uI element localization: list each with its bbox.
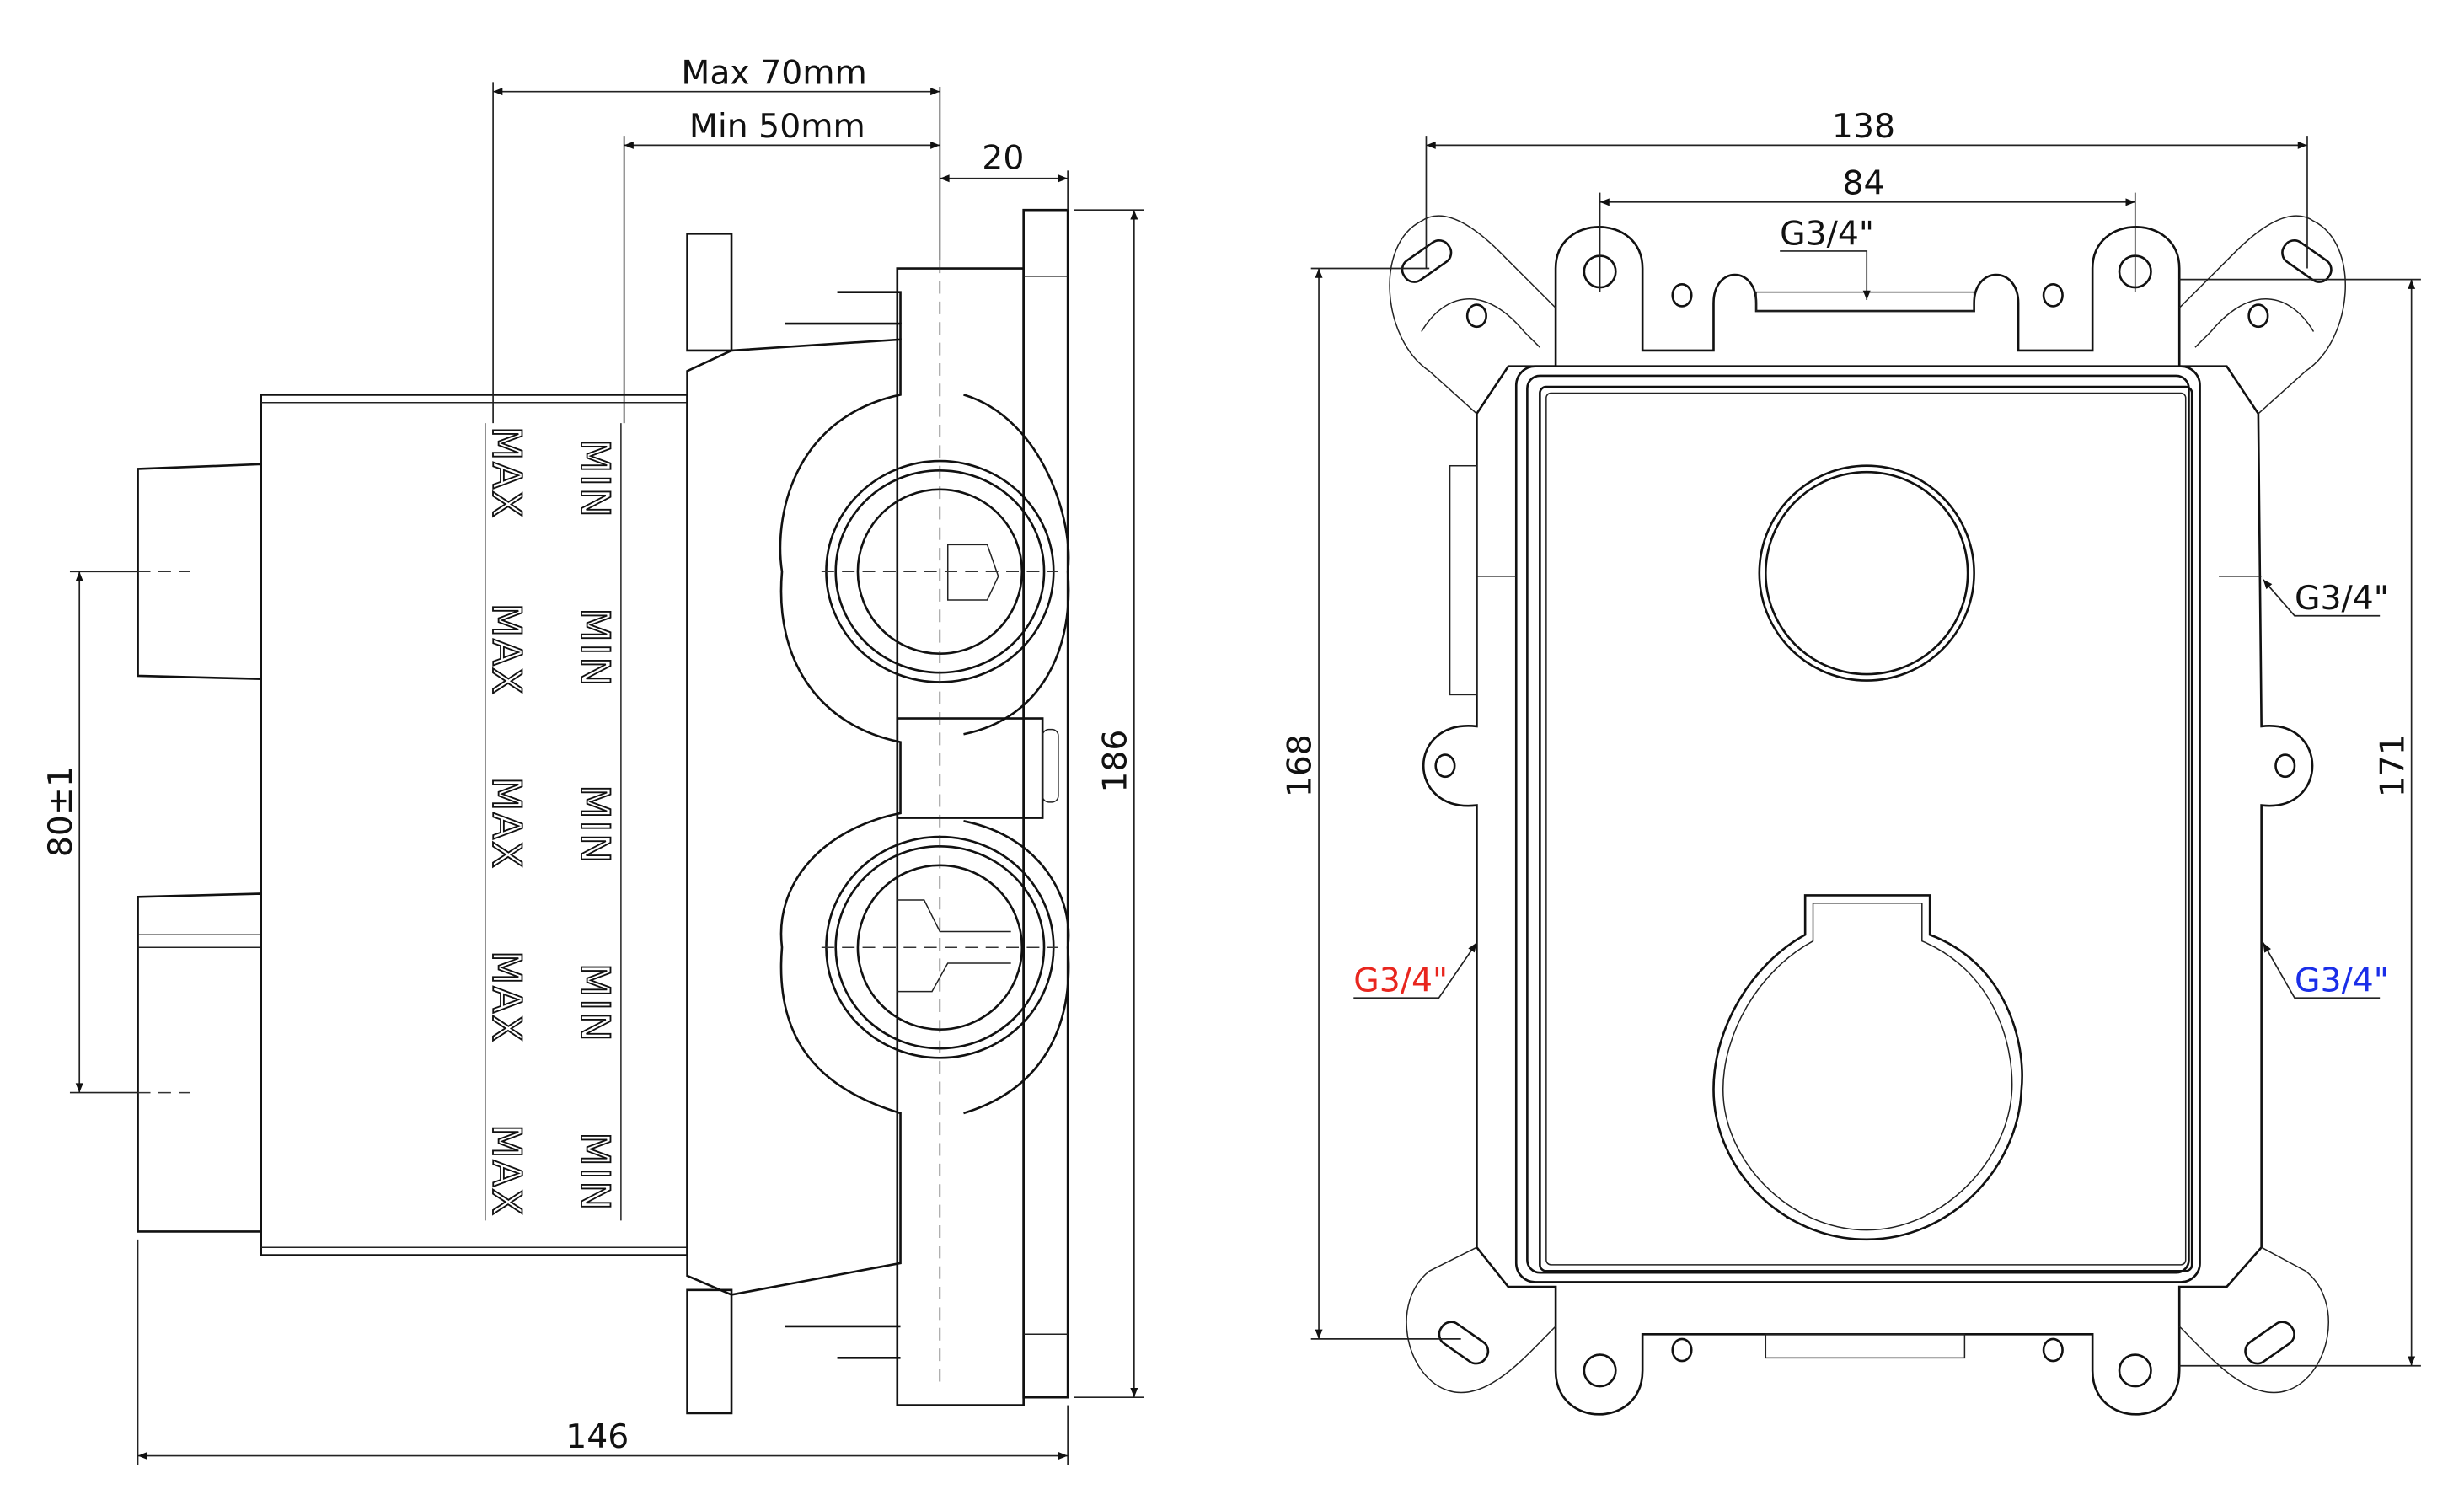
valve-openings	[1712, 464, 2023, 1241]
svg-text:MAX: MAX	[483, 603, 528, 696]
valve-housing	[686, 208, 1070, 1415]
svg-text:MIN: MIN	[571, 608, 617, 688]
svg-text:80±1: 80±1	[41, 766, 80, 857]
svg-text:G3/4": G3/4"	[2295, 962, 2389, 1000]
svg-text:MAX: MAX	[483, 1124, 528, 1217]
side-view: MAX MAX MAX MAX MAX MIN MIN MIN MIN MIN	[41, 53, 1144, 1465]
dimension-min-depth: Min 50mm	[623, 107, 940, 424]
dimension-right-height: 171	[2179, 278, 2421, 1367]
svg-text:MAX: MAX	[483, 426, 528, 519]
svg-text:MIN: MIN	[571, 439, 617, 519]
svg-text:MIN: MIN	[571, 963, 617, 1043]
connection-label-hot: G3/4"	[1353, 942, 1478, 1000]
svg-text:138: 138	[1832, 107, 1895, 146]
dimension-length: 146	[137, 1239, 1069, 1465]
connection-label-right: G3/4"	[2262, 579, 2389, 618]
svg-text:MIN: MIN	[571, 1132, 617, 1212]
connection-label-cold: G3/4"	[2262, 942, 2389, 1000]
dimension-overall-width: 138	[1425, 107, 2308, 269]
svg-text:168: 168	[1281, 734, 1320, 797]
svg-text:20: 20	[982, 138, 1024, 177]
svg-text:186: 186	[1095, 730, 1134, 793]
front-view: 138 84 168 171 G3/4" G3/4"	[1281, 107, 2421, 1416]
sleeve-body	[260, 394, 688, 1256]
svg-text:MAX: MAX	[483, 777, 528, 870]
connection-label-top: G3/4"	[1780, 214, 1874, 300]
svg-text:G3/4": G3/4"	[1353, 962, 1448, 1000]
svg-text:Max 70mm: Max 70mm	[681, 53, 866, 92]
dimension-max-depth: Max 70mm	[492, 53, 940, 424]
mounting-frame	[1389, 215, 2346, 1416]
dimension-height: 186	[1074, 209, 1144, 1399]
dimension-flange: 20	[939, 87, 1069, 261]
mounting-holes	[1401, 238, 2333, 1388]
svg-text:146: 146	[565, 1417, 629, 1456]
depth-marks-max: MAX MAX MAX MAX MAX	[482, 426, 529, 1218]
svg-text:84: 84	[1842, 163, 1884, 202]
dimension-outlet-spacing: 80±1	[41, 571, 138, 1094]
svg-text:G3/4": G3/4"	[2295, 579, 2389, 618]
svg-text:G3/4": G3/4"	[1780, 214, 1874, 253]
svg-text:171: 171	[2373, 734, 2412, 797]
outlet-pipes	[137, 463, 262, 1233]
depth-marks-min: MIN MIN MIN MIN MIN	[570, 438, 618, 1213]
svg-text:Min 50mm: Min 50mm	[689, 107, 865, 146]
dimension-hole-spacing: 84	[1599, 163, 2136, 292]
svg-text:MIN: MIN	[571, 785, 617, 865]
svg-text:MAX: MAX	[483, 951, 528, 1043]
dimension-left-height: 168	[1281, 267, 1461, 1340]
